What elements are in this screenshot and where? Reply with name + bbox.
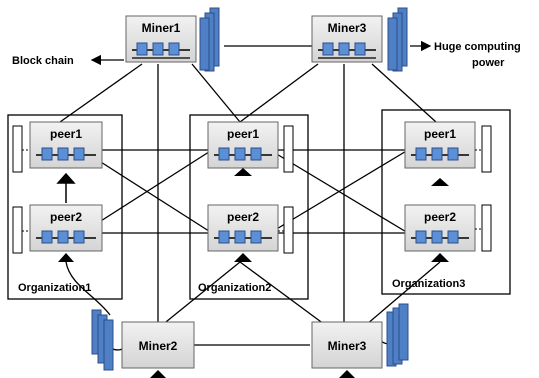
organization2-label: Organization2	[198, 282, 271, 294]
svg-text:peer2: peer2	[424, 210, 456, 224]
miner3-bottom-blockchain-stack-icon	[386, 303, 409, 367]
org2-peer2-node: peer2	[207, 204, 279, 262]
miner2-blockchain-stack-icon	[91, 309, 114, 371]
org3-peer1-ledger-icon	[481, 125, 492, 173]
svg-text:peer2: peer2	[227, 210, 259, 224]
org3-peer2-node: peer2	[404, 204, 476, 262]
miner3-top-node: Miner3	[311, 15, 383, 63]
miner2-node: Miner2	[121, 321, 195, 378]
block-chain-label: Block chain	[12, 55, 74, 67]
svg-text:peer1: peer1	[424, 127, 456, 141]
miner1-node: Miner1	[125, 15, 197, 63]
svg-text:Miner1: Miner1	[142, 21, 181, 35]
miner1-blockchain-stack-icon	[199, 7, 220, 72]
org2-peer2-ledger-icon	[283, 206, 294, 254]
organization1-label: Organization1	[18, 282, 91, 294]
org1-peer2-ledger-icon	[12, 206, 23, 254]
svg-text:Miner3: Miner3	[328, 339, 367, 353]
svg-text:peer1: peer1	[227, 127, 259, 141]
svg-text:Miner3: Miner3	[328, 21, 367, 35]
organization3-label: Organization3	[392, 278, 465, 290]
org2-peer1-node: peer1	[207, 121, 279, 176]
org3-peer1-node: peer1	[404, 121, 476, 186]
org1-peer1-ledger-icon	[12, 125, 23, 173]
svg-text:peer2: peer2	[50, 210, 82, 224]
huge-computing-label-line2: power	[472, 57, 505, 69]
miner3-bottom-node: Miner3	[311, 321, 383, 378]
vertical-arrows	[56, 172, 76, 203]
org2-peer1-ledger-icon	[283, 125, 294, 173]
miner3-top-blockchain-stack-icon	[387, 7, 408, 72]
org1-peer2-node: peer2	[29, 204, 103, 262]
org1-peer1-node: peer1	[29, 121, 103, 169]
svg-text:Miner2: Miner2	[139, 339, 178, 353]
org3-peer2-ledger-icon	[481, 204, 492, 252]
huge-computing-label: Huge computing	[434, 41, 521, 53]
svg-text:peer1: peer1	[50, 127, 82, 141]
connections	[59, 45, 441, 357]
organization3-frame	[381, 109, 511, 295]
